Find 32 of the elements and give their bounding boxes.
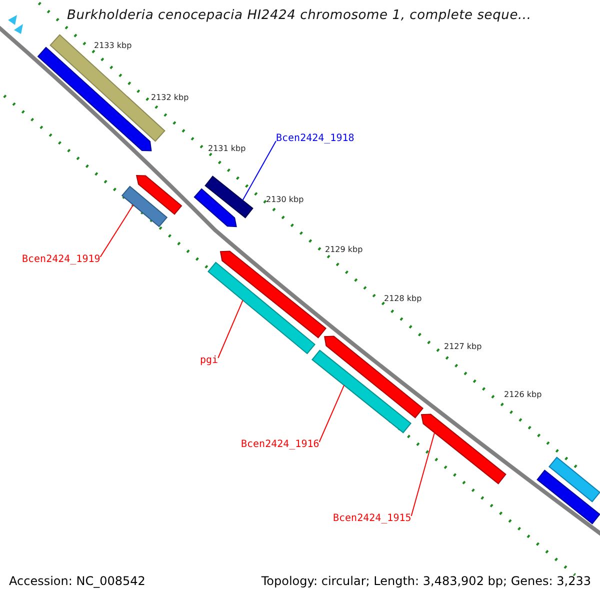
gene-label: Bcen2424_1915 xyxy=(333,513,412,524)
gene-feature xyxy=(536,470,600,524)
gene-feature xyxy=(324,336,424,418)
scale-label: 2133 kbp xyxy=(94,41,132,50)
leader-line xyxy=(218,300,244,358)
gene-feature xyxy=(220,250,326,338)
scale-label: 2126 kbp xyxy=(504,390,542,399)
leader-line xyxy=(242,140,276,201)
gene-feature xyxy=(208,262,316,354)
gene-feature xyxy=(136,174,182,215)
gene-feature xyxy=(312,350,412,434)
leader-line xyxy=(410,432,435,516)
title: Burkholderia cenocepacia HI2424 chromosome 1, complete seque... xyxy=(67,8,532,23)
gene-label: pgi xyxy=(200,355,218,366)
gene-label: Bcen2424_1918 xyxy=(276,133,354,144)
accession-text: Accession: NC_008542 xyxy=(9,574,146,588)
leader-line xyxy=(100,204,134,258)
scale-label: 2129 kbp xyxy=(325,245,363,254)
scale-label: 2128 kbp xyxy=(384,294,422,303)
scale-label: 2130 kbp xyxy=(266,195,304,204)
summary-text: Topology: circular; Length: 3,483,902 bp; Genes: 3,233 xyxy=(261,574,591,588)
gene-feature xyxy=(121,186,168,228)
scale-label: 2132 kbp xyxy=(151,93,189,102)
gene-feature xyxy=(548,456,600,502)
scale-label: 2131 kbp xyxy=(208,144,246,153)
gene-feature xyxy=(204,176,254,218)
scale-label: 2127 kbp xyxy=(444,342,482,351)
gene-feature xyxy=(420,414,506,484)
gene-label: Bcen2424_1919 xyxy=(22,254,100,265)
leader-line xyxy=(318,384,345,442)
gene-label: Bcen2424_1916 xyxy=(241,439,320,450)
gene-feature xyxy=(194,188,237,228)
